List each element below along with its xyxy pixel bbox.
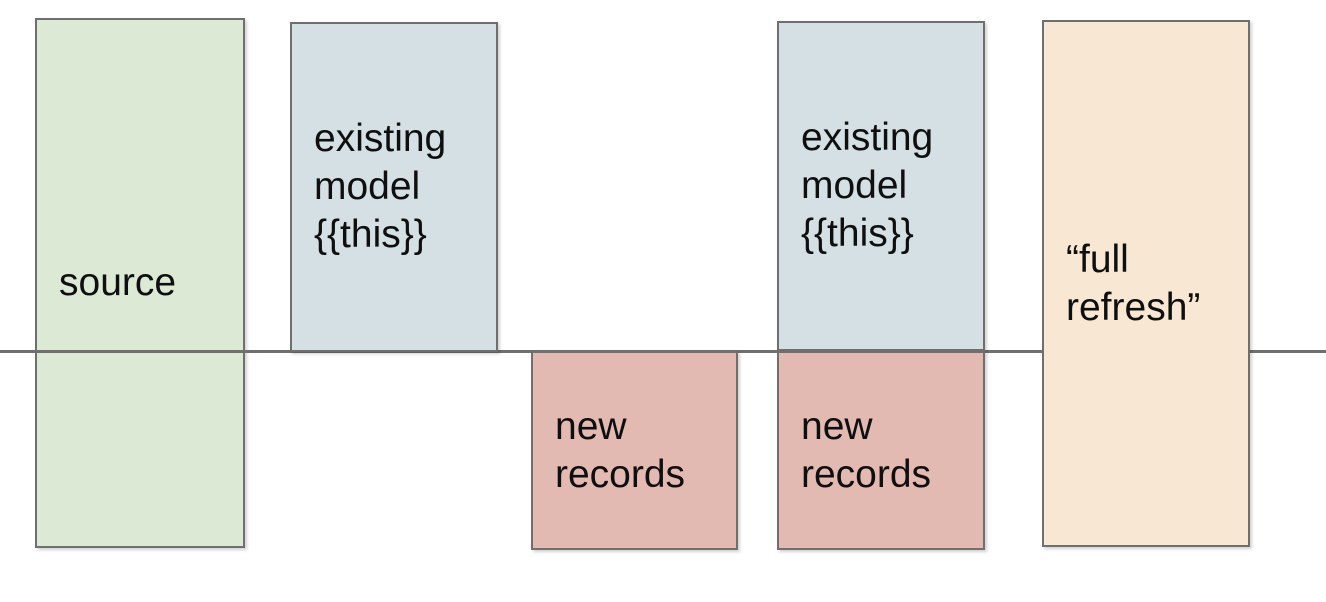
source-box: source	[35, 18, 245, 548]
existing-model-box-1: existing model {{this}}	[290, 22, 498, 352]
existing-model-box-2-label: existing model {{this}}	[801, 116, 934, 255]
full-refresh-box-label: “full refresh”	[1066, 237, 1201, 329]
new-records-box-1: new records	[531, 351, 738, 550]
new-records-box-2-label: new records	[801, 404, 932, 496]
new-records-box-1-label: new records	[555, 404, 686, 496]
source-box-label: source	[59, 261, 177, 304]
existing-model-box-2: existing model {{this}}	[777, 21, 985, 351]
full-refresh-box: “full refresh”	[1042, 20, 1250, 547]
new-records-box-2: new records	[777, 351, 985, 550]
existing-model-box-1-label: existing model {{this}}	[314, 117, 447, 256]
